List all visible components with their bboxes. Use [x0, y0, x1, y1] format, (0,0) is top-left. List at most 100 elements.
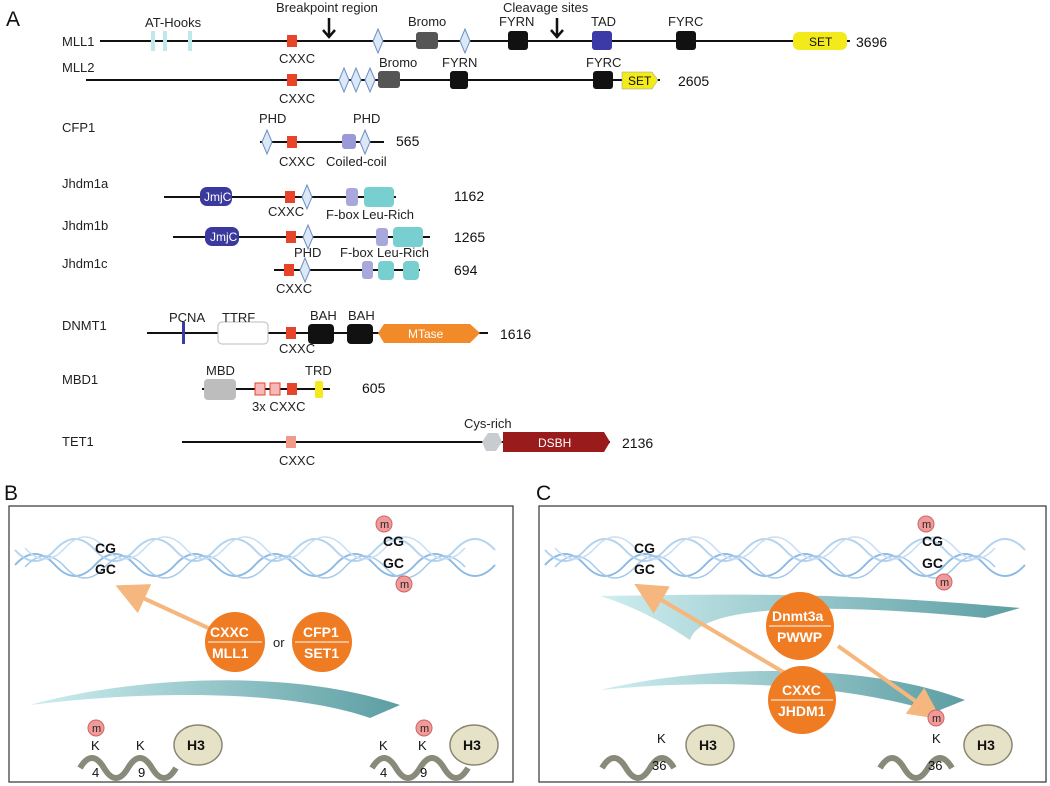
jmjc-label: JmjC — [204, 190, 232, 204]
protein-name: MLL1 — [62, 34, 95, 49]
at-hook-mark — [188, 31, 192, 51]
histone-tail-left: H3 m K 4 K 9 — [77, 719, 223, 781]
phd-diamond — [301, 183, 313, 211]
residue-number: 9 — [420, 765, 427, 780]
panel-label-b: B — [4, 482, 18, 505]
bah-label: BAH — [348, 308, 375, 323]
phd-diamond — [359, 128, 371, 156]
length-label: 1265 — [454, 229, 485, 245]
h3-label: H3 — [187, 737, 205, 753]
cxxc-domain — [287, 35, 297, 47]
protein-jhdm1a: Jhdm1a JmjC CXXC F-box Leu-Rich 1162 — [62, 176, 484, 222]
methyl-label: m — [922, 519, 931, 531]
cxxc-label: CXXC — [279, 91, 315, 106]
protein-jhdm1b: Jhdm1b JmjC 1265 — [62, 218, 485, 251]
leu-rich-domain — [403, 261, 419, 280]
residue-k: K — [932, 731, 941, 746]
bromo-domain — [416, 32, 438, 49]
methyl-label: m — [420, 723, 429, 735]
histone-tail-right: H3 m K 4 K 9 — [369, 719, 499, 781]
residue-k: K — [657, 731, 666, 746]
pcna-mark — [182, 322, 185, 344]
phd-diamond — [372, 27, 384, 55]
protein-mll2: MLL2 CXXC Bromo FYRN FYRC SET 2605 — [62, 55, 709, 106]
cxxc-domain — [286, 231, 296, 243]
length-label: 2605 — [678, 73, 709, 89]
phd-diamond — [459, 27, 471, 55]
methyl-label: m — [400, 579, 409, 591]
coiled-coil-label: Coiled-coil — [326, 154, 387, 169]
length-label: 1616 — [500, 326, 531, 342]
residue-number: 9 — [138, 765, 145, 780]
phd-label: PHD — [353, 111, 380, 126]
cleavage-arrow — [550, 18, 564, 39]
protein-cfp1: CFP1 PHD CXXC Coiled-coil PHD 565 — [62, 111, 420, 169]
phd-diamond — [299, 256, 311, 284]
cys-rich-label: Cys-rich — [464, 416, 512, 431]
length-label: 605 — [362, 380, 386, 396]
effector-bottom: JHDM1 — [778, 703, 826, 719]
protein-tet1: TET1 CXXC Cys-rich DSBH 2136 — [62, 416, 653, 468]
residue-k: K — [379, 738, 388, 753]
ttrf-domain — [217, 321, 269, 345]
effector-bottom: SET1 — [304, 645, 339, 661]
fbox-label: F-box — [326, 207, 360, 222]
gc-base: GC — [383, 555, 404, 571]
set-label: SET — [809, 35, 833, 49]
methyl-mark — [375, 515, 393, 533]
jmjc-label: JmjC — [210, 230, 238, 244]
methyl-mark — [917, 515, 935, 533]
h3-label: H3 — [699, 737, 717, 753]
mbd-domain — [204, 379, 236, 400]
gc-base: GC — [95, 561, 116, 577]
protein-name: TET1 — [62, 434, 94, 449]
cxxc-domain — [254, 382, 266, 396]
cxxc-domain — [287, 383, 297, 395]
fbox-domain — [346, 188, 358, 206]
leu-rich-domain — [364, 187, 394, 207]
cxxc-domain — [285, 191, 295, 203]
phd-label: PHD — [259, 111, 286, 126]
set-domain — [621, 71, 659, 90]
fyrn-domain — [508, 31, 528, 50]
histone-tail-right: H3 m K 36 — [877, 709, 1013, 781]
protein-jhdm1c: Jhdm1c CXXC PHD F-box Leu-Rich 694 — [62, 245, 478, 296]
breakpoint-arrow — [322, 18, 336, 39]
histone-tail-left: H3 K 36 — [599, 724, 735, 781]
methyl-label: m — [932, 713, 941, 725]
tad-label: TAD — [591, 14, 616, 29]
phd-diamond — [338, 66, 350, 94]
residue-k: K — [418, 738, 427, 753]
ttrf-label: TTRF — [222, 310, 255, 325]
cxxc-label: CXXC — [279, 341, 315, 356]
length-label: 565 — [396, 133, 420, 149]
cxxc-label: CXXC — [279, 51, 315, 66]
dsbh-label: DSBH — [538, 436, 571, 450]
protein-name: Jhdm1b — [62, 218, 108, 233]
length-label: 694 — [454, 262, 478, 278]
phd-diamond — [302, 223, 314, 251]
cxxc-domain — [286, 436, 296, 448]
h3-label: H3 — [977, 737, 995, 753]
fyrc-domain — [676, 31, 696, 50]
cxxc-domain — [286, 327, 296, 339]
leu-rich-label: Leu-Rich — [362, 207, 414, 222]
fbox-domain — [376, 228, 388, 246]
bromo-label: Bromo — [408, 14, 446, 29]
effector-bottom: MLL1 — [212, 645, 249, 661]
cxxc-label: CXXC — [279, 154, 315, 169]
fyrn-domain — [450, 71, 468, 89]
breakpoint-label: Breakpoint region — [276, 0, 378, 15]
cg-base: CG — [383, 533, 404, 549]
gc-base: GC — [634, 561, 655, 577]
transition-arrow-bottom — [600, 670, 965, 712]
protein-mll1: MLL1 AT-Hooks Breakpoint region CXXC Bro… — [62, 0, 887, 66]
fyrc-label: FYRC — [586, 55, 621, 70]
cg-base: CG — [95, 540, 116, 556]
coiled-coil-domain — [342, 134, 356, 149]
tad-domain — [592, 31, 612, 50]
panel-label-a: A — [6, 8, 20, 31]
effector-top: CXXC — [782, 682, 821, 698]
transition-arrow-top — [600, 594, 1020, 640]
